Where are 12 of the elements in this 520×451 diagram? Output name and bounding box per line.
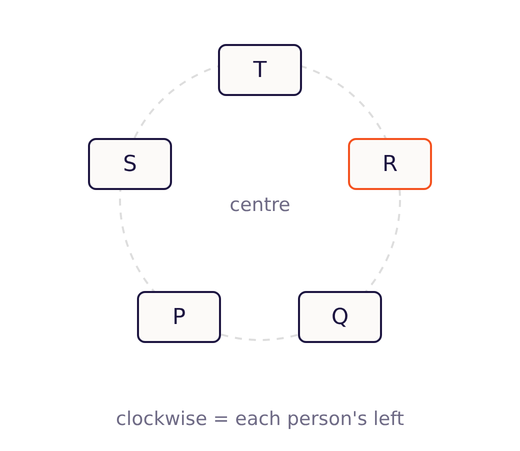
seat-label: S [123,152,137,176]
seat-box [218,44,302,96]
centre-label: centre [230,194,290,216]
seat-box [137,291,221,343]
seat-box [348,138,432,190]
seat-box [88,138,172,190]
seat-box [298,291,382,343]
caption: clockwise = each person's left [116,408,404,430]
seat-label: T [253,58,267,82]
seat-label: R [382,152,398,176]
seat-label: Q [331,304,349,330]
seat-label: P [172,304,186,330]
